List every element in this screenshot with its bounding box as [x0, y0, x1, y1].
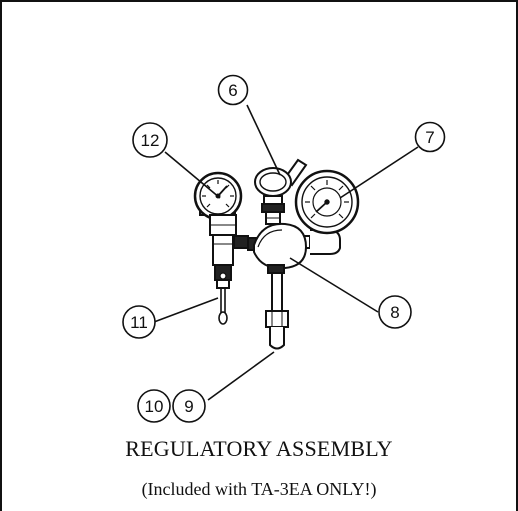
- svg-text:8: 8: [390, 303, 399, 322]
- callout-10: 10: [137, 389, 171, 423]
- part-8-central-body: [247, 222, 311, 274]
- part-9-10-outlet: [265, 272, 289, 350]
- callout-11: 11: [122, 305, 156, 339]
- callout-8: 8: [378, 295, 412, 329]
- leader-lines: [153, 104, 419, 401]
- svg-text:11: 11: [130, 313, 148, 332]
- svg-text:10: 10: [145, 397, 164, 416]
- callout-6: 6: [217, 74, 249, 106]
- part-7-right-gauge: [294, 169, 360, 255]
- svg-text:7: 7: [425, 128, 434, 147]
- svg-text:12: 12: [141, 131, 160, 150]
- callout-9: 9: [172, 389, 206, 423]
- callout-12: 12: [132, 122, 168, 158]
- svg-text:9: 9: [184, 397, 193, 416]
- part-11-left-body: [209, 214, 249, 325]
- callout-7: 7: [414, 121, 446, 153]
- diagram-note: (Included with TA-3EA ONLY!): [141, 479, 377, 499]
- svg-text:6: 6: [228, 81, 237, 100]
- diagram-title: REGULATORY ASSEMBLY: [125, 436, 393, 461]
